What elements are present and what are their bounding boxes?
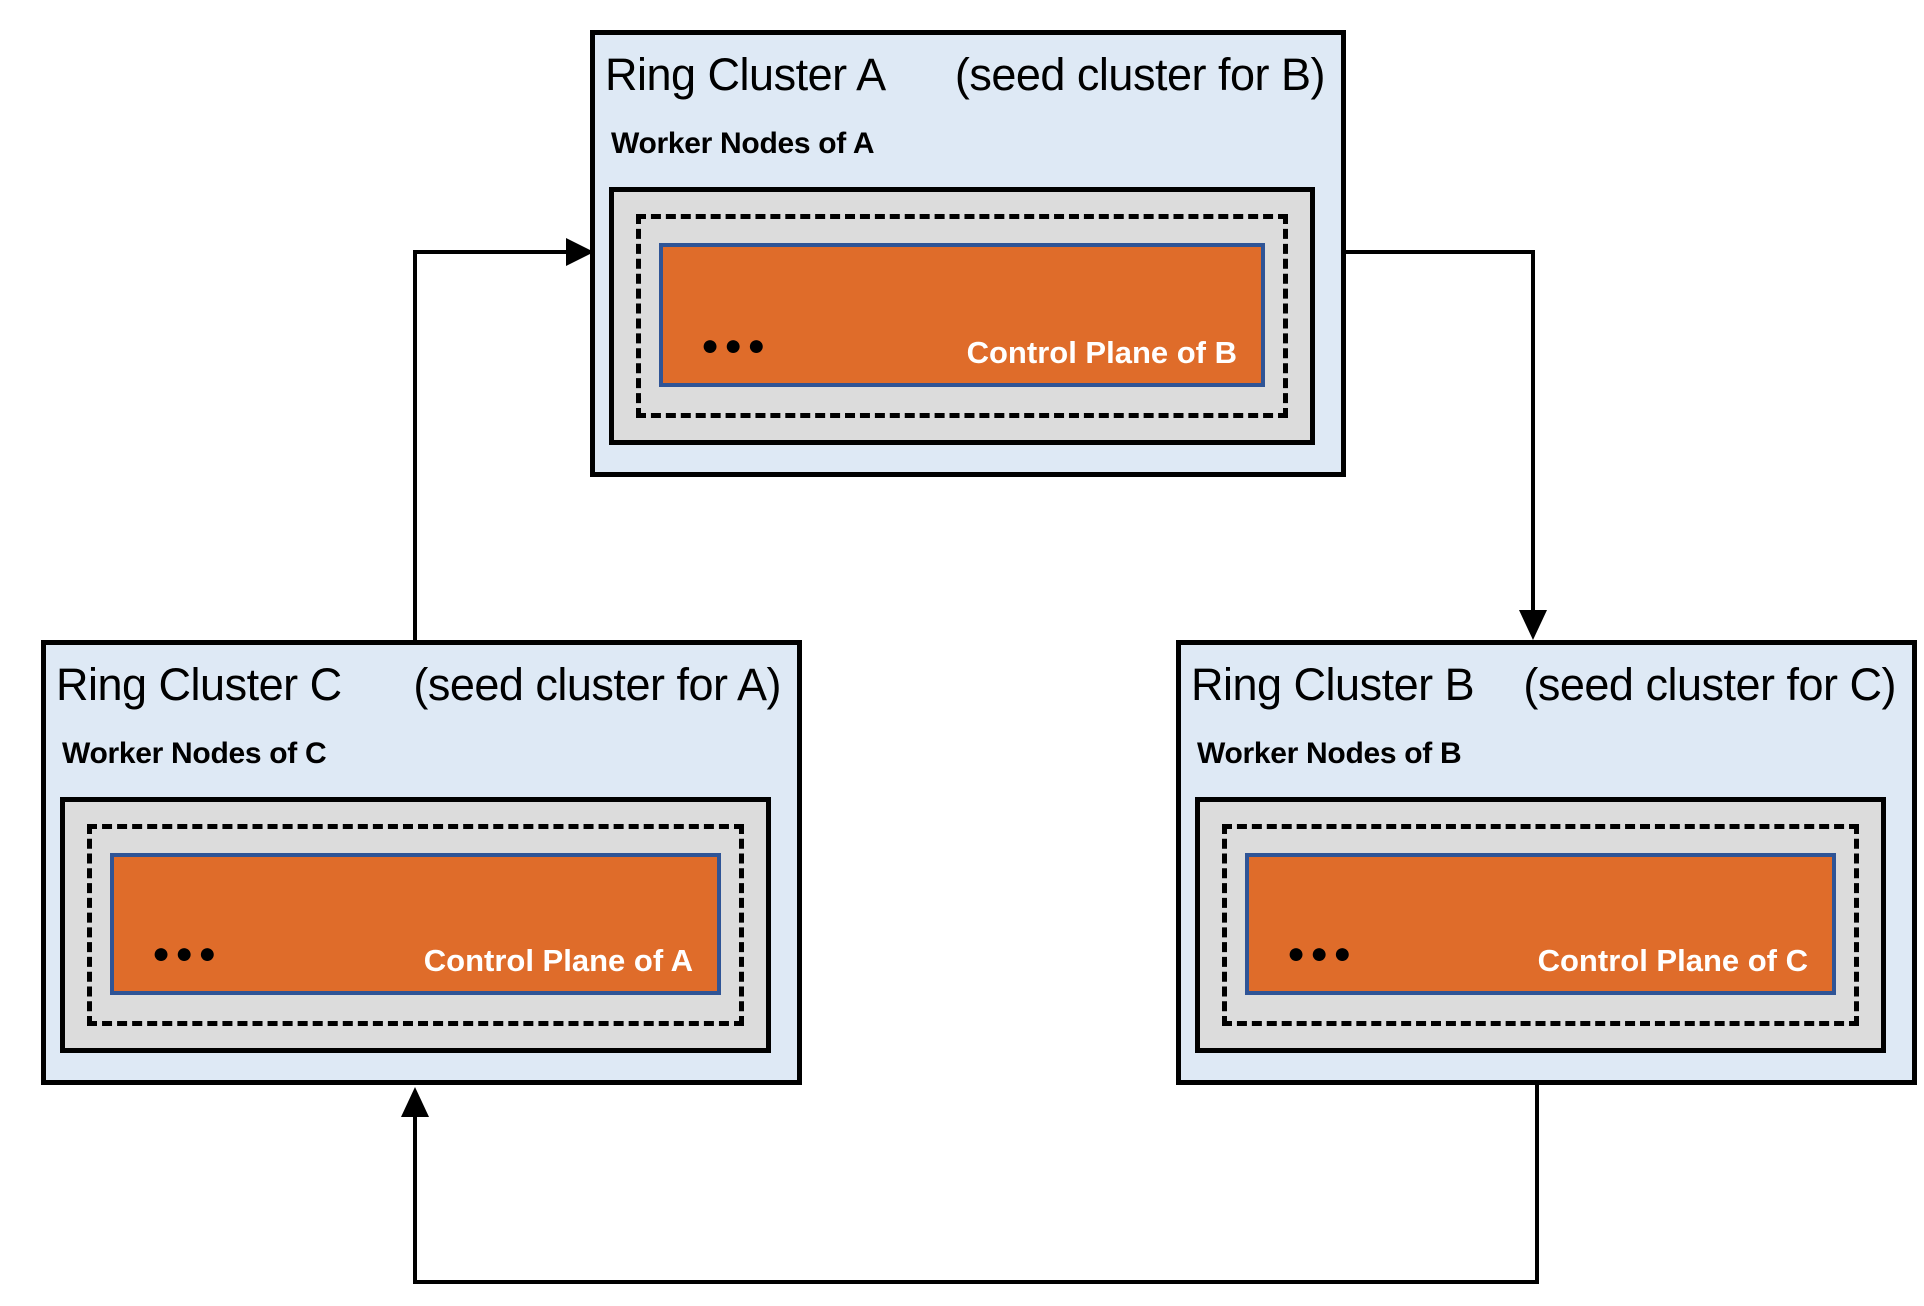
cluster-a-seed-note: (seed cluster for B) [954,49,1326,100]
arrowhead-c-to-a-icon [566,238,594,266]
cluster-c-title-row: Ring Cluster C (seed cluster for A) [56,659,781,711]
cluster-b-dashed-boundary: ●●● Control Plane of C [1222,824,1859,1026]
cluster-a-worker-nodes-box: ●●● Control Plane of B [609,187,1315,445]
cluster-b-title: Ring Cluster B [1191,659,1475,710]
cluster-a-control-plane-box: ●●● Control Plane of B [659,243,1265,387]
cluster-c-worker-nodes-box: ●●● Control Plane of A [60,797,771,1053]
cluster-b-control-plane-box: ●●● Control Plane of C [1245,853,1836,995]
cluster-b-box: Ring Cluster B (seed cluster for C) Work… [1176,640,1917,1085]
cluster-b-control-plane-label: Control Plane of C [1537,942,1808,978]
ellipsis-dots-icon: ●●● [152,937,222,970]
ellipsis-dots-icon: ●●● [1287,937,1357,970]
cluster-c-seed-note: (seed cluster for A) [413,659,781,710]
cluster-c-title: Ring Cluster C [56,659,342,710]
arrowhead-a-to-b-icon [1519,610,1547,640]
cluster-c-worker-nodes-label: Worker Nodes of C [62,737,327,770]
cluster-a-dashed-boundary: ●●● Control Plane of B [636,214,1288,418]
cluster-a-title: Ring Cluster A [605,49,886,100]
cluster-b-title-row: Ring Cluster B (seed cluster for C) [1191,659,1896,711]
cluster-a-control-plane-label: Control Plane of B [966,334,1237,370]
cluster-a-box: Ring Cluster A (seed cluster for B) Work… [590,30,1346,477]
ellipsis-dots-icon: ●●● [701,329,771,362]
cluster-c-control-plane-label: Control Plane of A [423,942,693,978]
cluster-a-worker-nodes-label: Worker Nodes of A [611,127,875,160]
arrow-a-to-b-line [1346,250,1535,612]
cluster-c-control-plane-box: ●●● Control Plane of A [110,853,721,995]
cluster-b-seed-note: (seed cluster for C) [1523,659,1896,710]
cluster-c-dashed-boundary: ●●● Control Plane of A [87,824,744,1026]
cluster-c-box: Ring Cluster C (seed cluster for A) Work… [41,640,802,1085]
cluster-a-title-row: Ring Cluster A (seed cluster for B) [605,49,1326,101]
cluster-b-worker-nodes-label: Worker Nodes of B [1197,737,1462,770]
arrow-b-to-c-line [413,1081,1539,1284]
arrow-c-to-a-line [413,250,568,646]
arrowhead-b-to-c-icon [401,1087,429,1117]
cluster-b-worker-nodes-box: ●●● Control Plane of C [1195,797,1886,1053]
